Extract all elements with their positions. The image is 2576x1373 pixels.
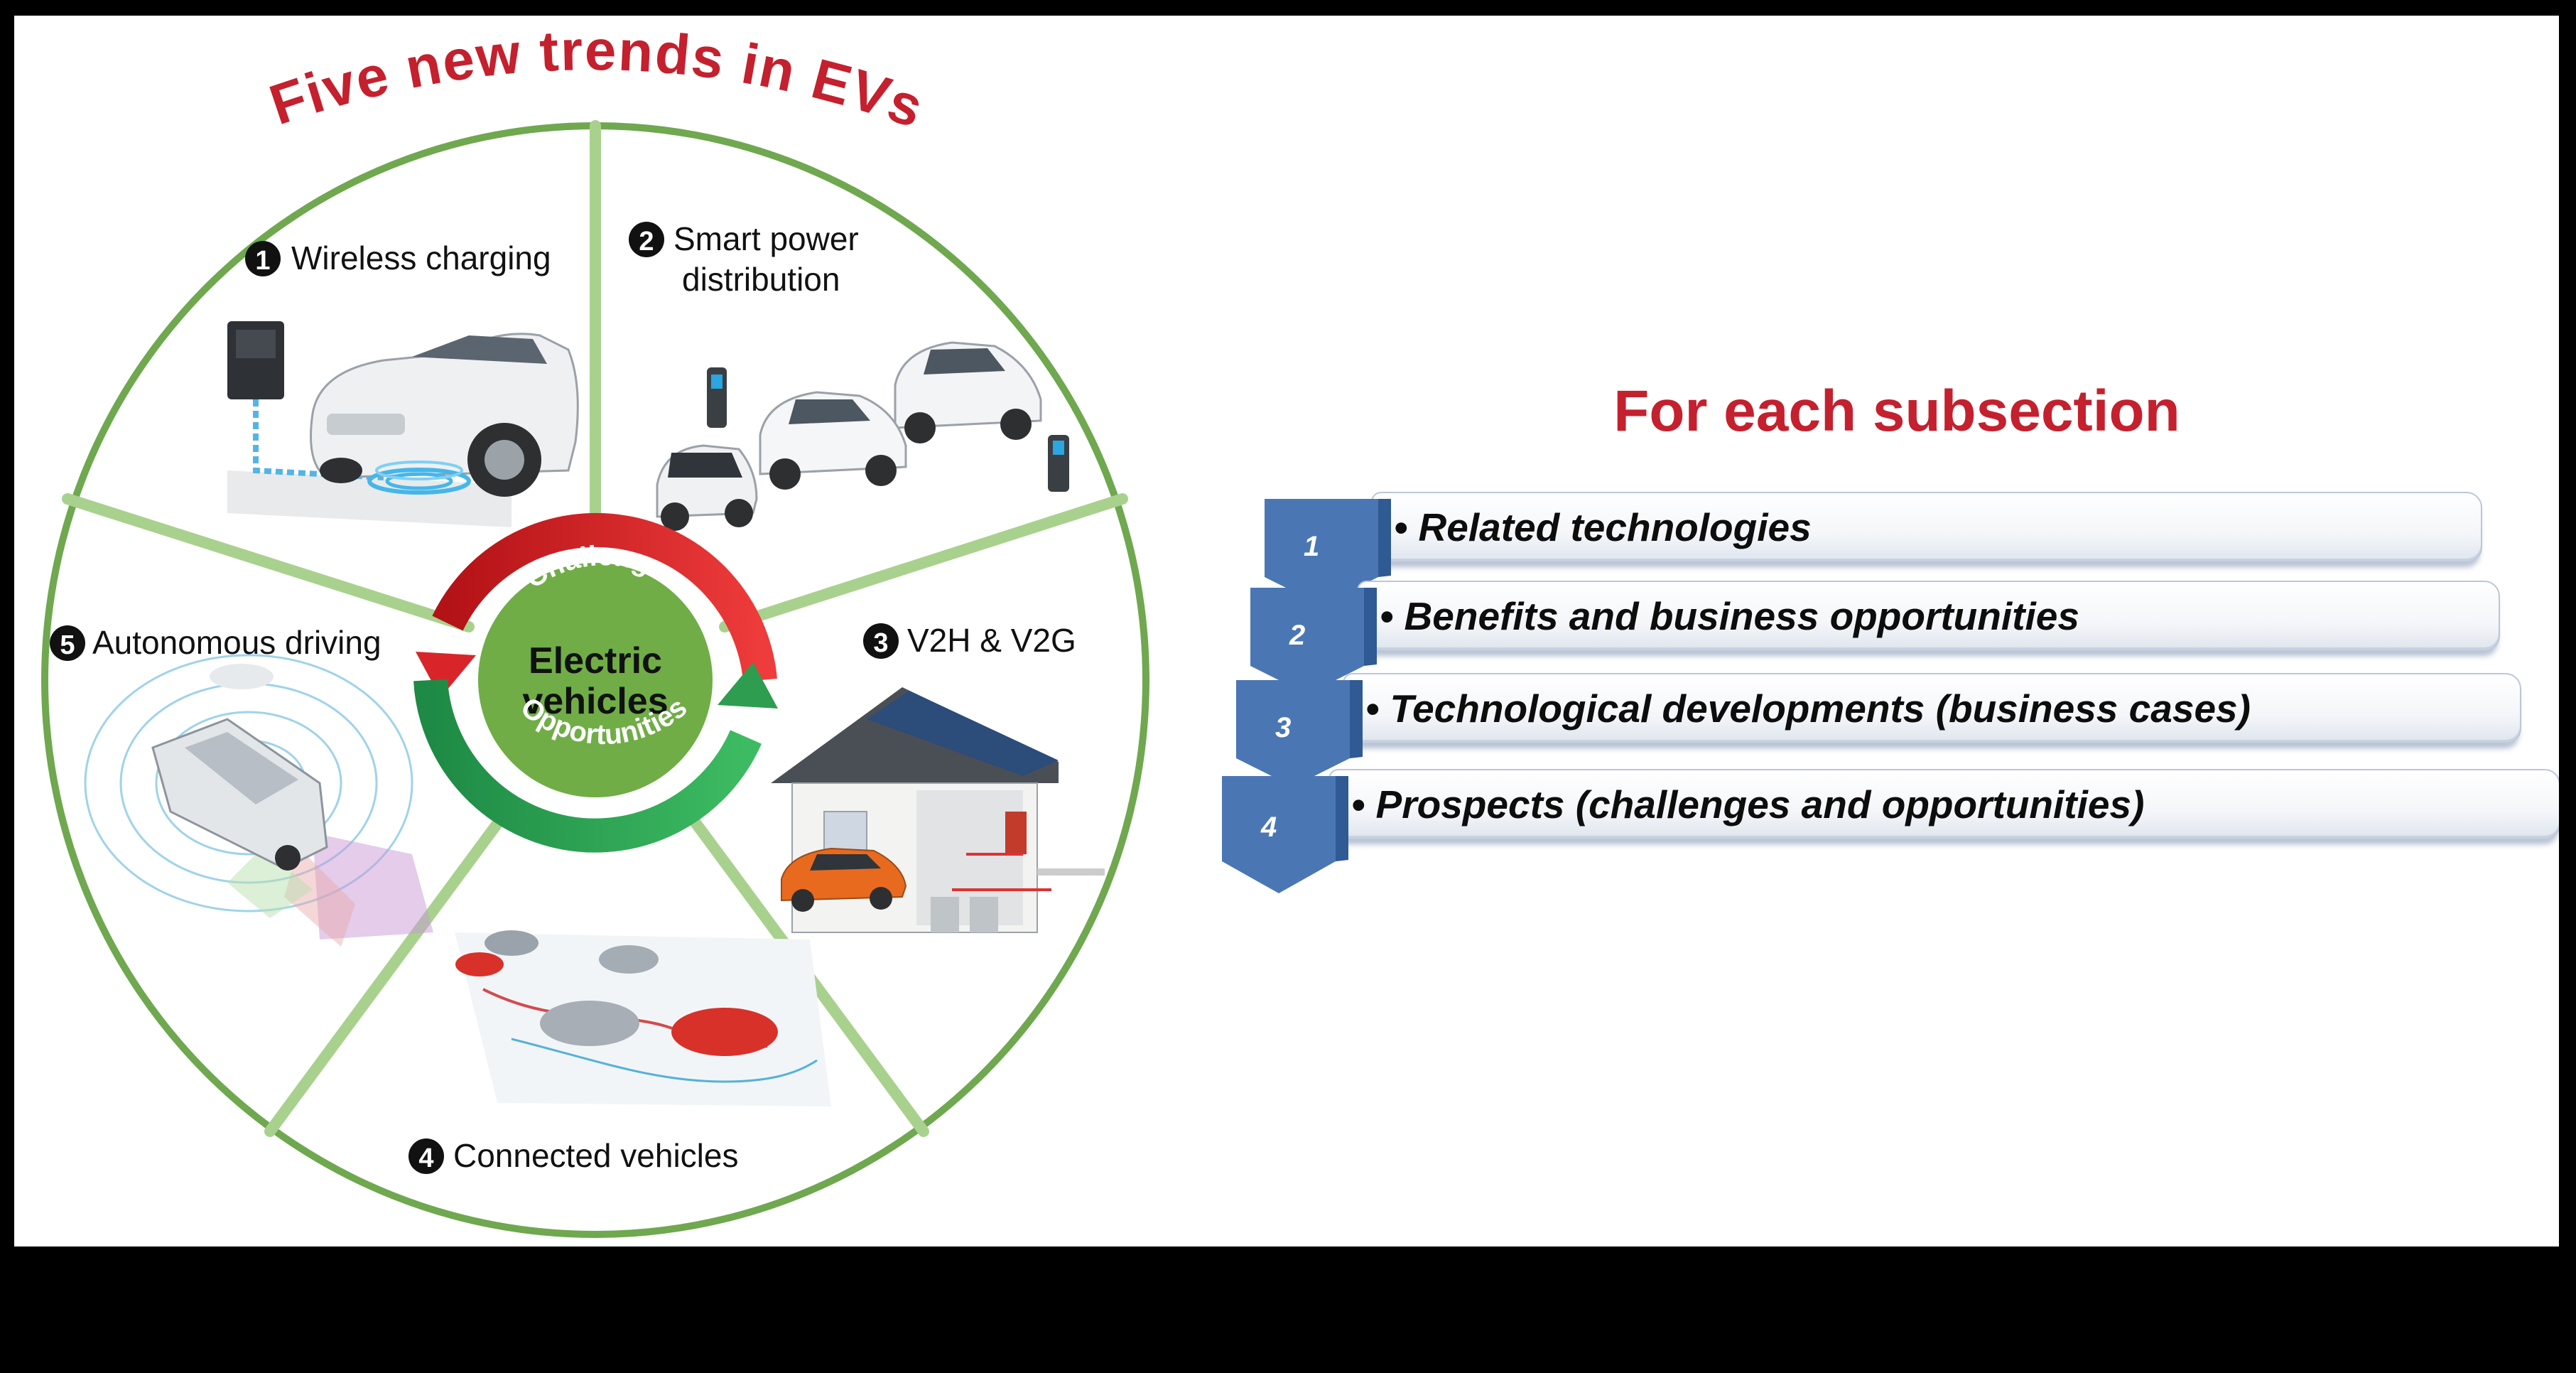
chevron-2-icon: 2: [1250, 588, 1378, 694]
step-label: • Related technologies: [1394, 505, 1812, 549]
svg-text:5: 5: [60, 630, 75, 660]
car-icon: [455, 952, 504, 976]
smart-power-illustration: [656, 341, 1069, 531]
svg-text:Smart power: Smart power: [673, 220, 859, 257]
divider-left-lower: [264, 799, 517, 1137]
connected-vehicles-illustration: [455, 930, 831, 1107]
svg-text:Autonomous driving: Autonomous driving: [92, 624, 381, 661]
red-arrowhead-icon: [416, 652, 476, 698]
step-bar: • Benefits and business opportunities: [1357, 581, 2500, 652]
center-circle: [478, 563, 713, 797]
car-icon: [671, 1008, 778, 1056]
step-label: • Prospects (challenges and opportunitie…: [1351, 782, 2145, 827]
wireless-charging-illustration: [227, 321, 579, 527]
svg-text:Wireless charging: Wireless charging: [291, 239, 551, 276]
divider-right-upper: [719, 493, 1128, 632]
car-icon: [540, 1001, 639, 1046]
trend-5-label: 5 Autonomous driving: [50, 624, 381, 661]
svg-text:3: 3: [873, 628, 888, 658]
center-main-line1: Electric: [529, 640, 662, 682]
wheel-dividers: [62, 120, 1128, 1137]
svg-text:V2H & V2G: V2H & V2G: [907, 622, 1076, 659]
step-bar: • Related technologies: [1371, 492, 2482, 563]
step-label: • Benefits and business opportunities: [1380, 594, 2079, 638]
autonomous-driving-illustration: [84, 654, 433, 947]
car-icon: [781, 847, 907, 912]
car-icon: [759, 391, 907, 490]
number-5-badge-icon: [50, 625, 85, 661]
charging-pad-icon: [367, 468, 471, 495]
number-3-badge-icon: [863, 623, 899, 659]
green-arrowhead-icon: [718, 662, 778, 709]
trend-1-label: 1 Wireless charging: [245, 239, 551, 276]
subsection-title: For each subsection: [1613, 379, 2180, 443]
svg-text:4: 4: [418, 1143, 433, 1173]
car-icon: [894, 341, 1042, 443]
chevron-1-icon: 1: [1265, 499, 1392, 605]
number-4-badge-icon: [408, 1138, 444, 1174]
number-2-badge-icon: [629, 222, 664, 257]
step-label: • Technological developments (business c…: [1365, 686, 2251, 731]
chevron-4-icon: 4: [1222, 776, 1350, 897]
step-bar: • Prospects (challenges and opportunitie…: [1328, 769, 2559, 840]
challenge-arrow: [432, 512, 777, 682]
opportunity-arrow: [413, 679, 762, 853]
svg-text:2: 2: [639, 227, 654, 257]
svg-text:Connected vehicles: Connected vehicles: [453, 1137, 738, 1174]
car-icon: [310, 333, 579, 497]
car-icon: [599, 945, 659, 974]
solar-panel-icon: [867, 691, 1059, 776]
step-bar: • Technological developments (business c…: [1343, 673, 2521, 744]
trend-3-label: 3 V2H & V2G: [863, 622, 1076, 659]
car-icon: [485, 930, 539, 956]
car-icon: [656, 444, 758, 531]
center-main-line2: vehicles: [522, 681, 668, 722]
v2h-house-illustration: [771, 687, 1105, 933]
trend-4-label: 4 Connected vehicles: [408, 1137, 738, 1174]
divider-left-upper: [62, 493, 475, 632]
trends-wheel: Five new trends in EVs: [41, 18, 1149, 1238]
trend-2-label: 2 Smart power distribution: [629, 220, 859, 298]
svg-text:distribution: distribution: [682, 261, 840, 298]
figure-canvas: Five new trends in EVs: [14, 16, 2559, 1247]
chevron-3-icon: 3: [1236, 680, 1364, 787]
car-icon: [151, 718, 328, 871]
number-1-badge-icon: [245, 241, 281, 276]
svg-text:1: 1: [255, 246, 270, 276]
